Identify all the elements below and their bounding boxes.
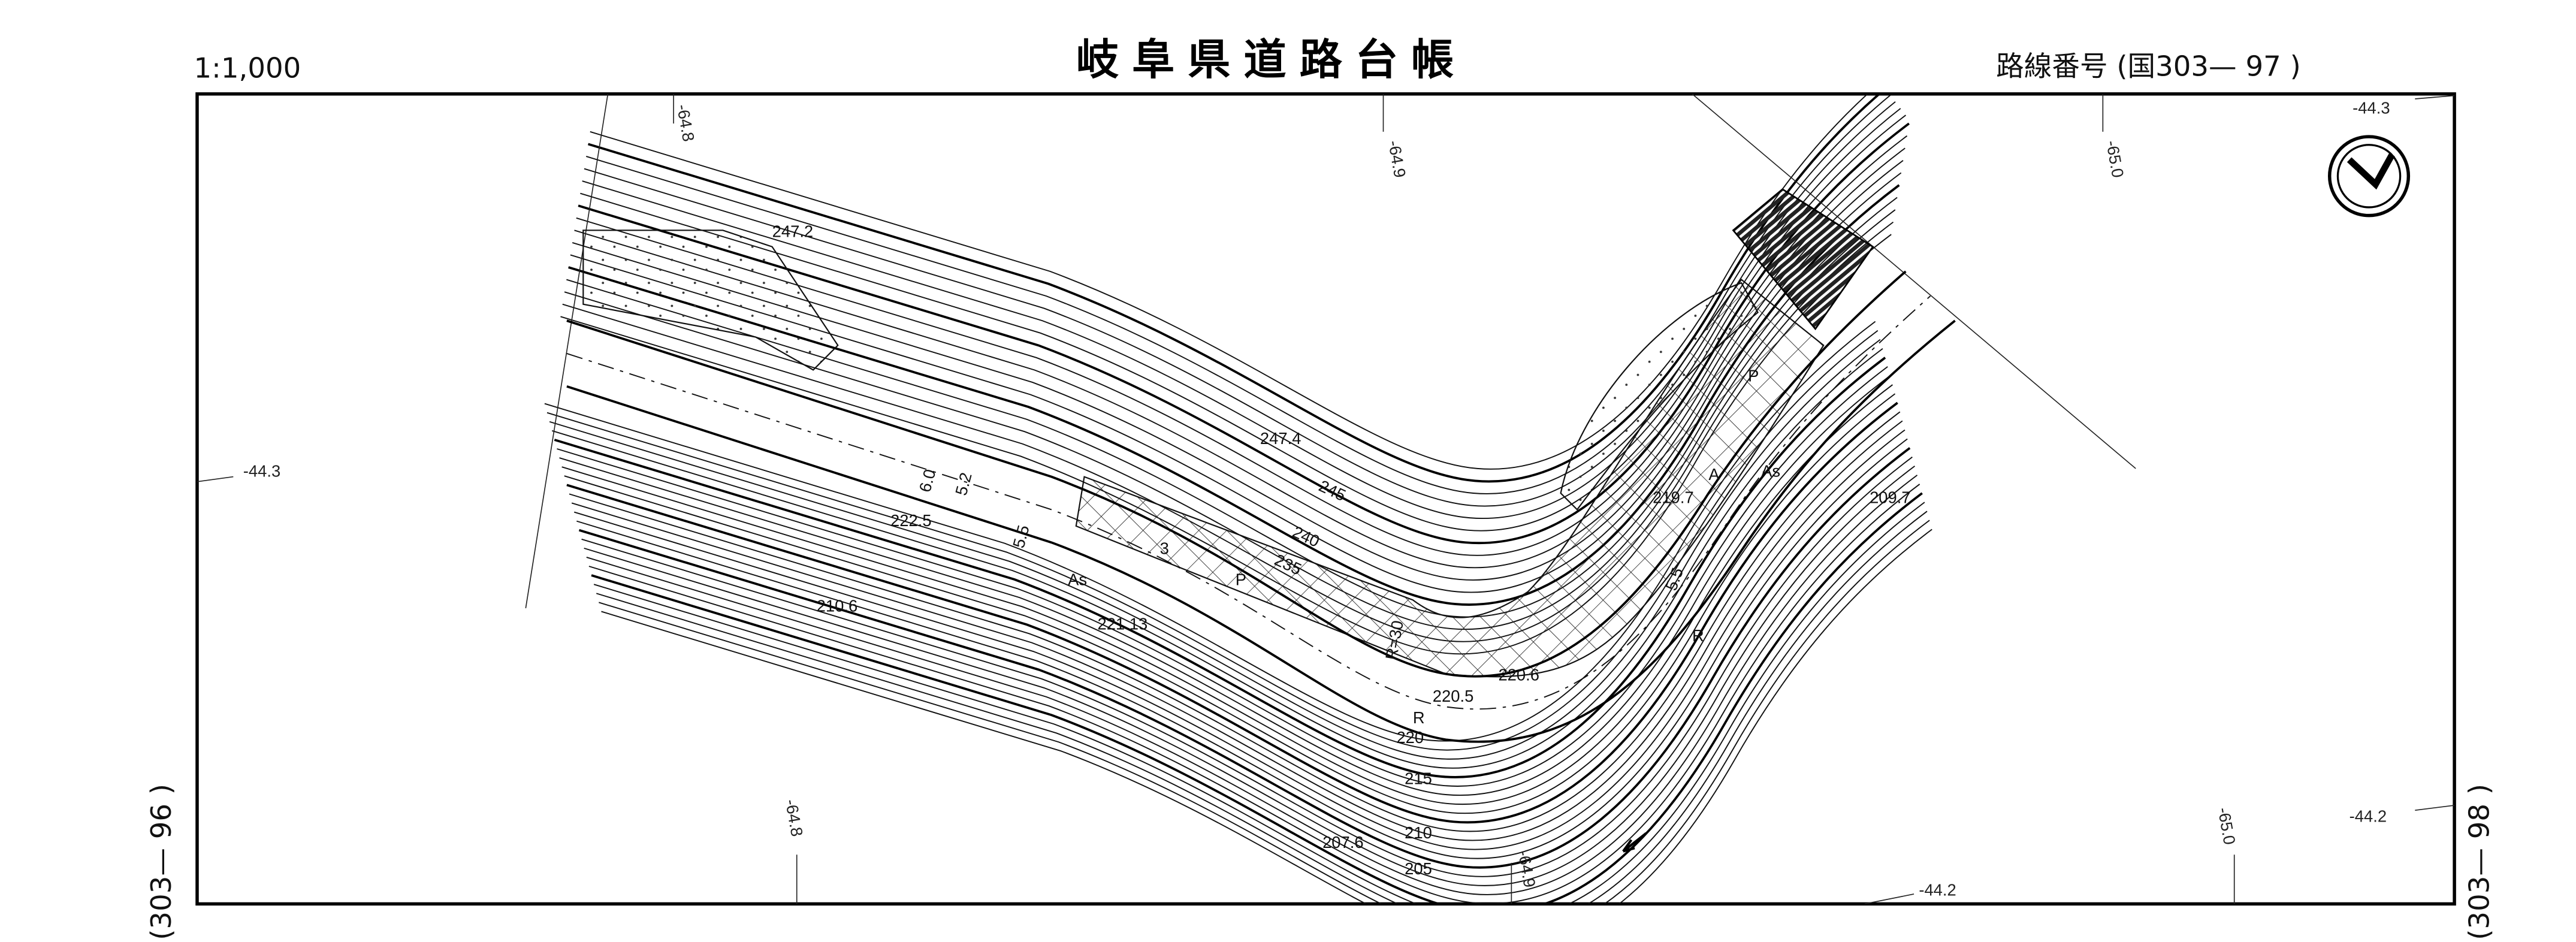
spot-height: 221.13 — [1097, 615, 1147, 633]
spot-height: 247.4 — [1260, 429, 1301, 448]
contour-line — [599, 520, 1930, 904]
parking-label: P — [1748, 367, 1759, 385]
contour-line — [581, 456, 1913, 877]
grid-label: -64.9 — [1385, 139, 1409, 179]
spot-height: 210.6 — [817, 596, 858, 615]
building — [1732, 188, 1874, 331]
grid-lines — [197, 93, 2455, 905]
contour-line — [561, 384, 1894, 805]
contour-line — [593, 502, 1925, 904]
grid-label: -64.9 — [1514, 849, 1539, 889]
contour-label: 220 — [1396, 728, 1424, 747]
contour-line — [584, 466, 1916, 886]
embankment-area — [582, 230, 839, 371]
road-centerline — [566, 295, 1931, 710]
width-label: 5.2 — [952, 470, 976, 497]
contour-line — [566, 401, 1898, 824]
pavement-label: As — [1761, 462, 1780, 481]
contour-line — [557, 366, 1888, 787]
contour-line — [596, 511, 1928, 904]
contour-line — [586, 475, 1918, 895]
retaining-wall-label: R — [1692, 626, 1704, 645]
contour-line — [591, 492, 1923, 904]
contour-line — [573, 429, 1905, 850]
north-arrow-icon — [2328, 135, 2411, 218]
contour-line — [551, 348, 1883, 769]
contour-line — [601, 529, 1932, 904]
spot-height: 247.2 — [772, 222, 814, 240]
left-sheet-ref: (303— 96 ) — [145, 784, 177, 940]
spot-height: 220.6 — [1498, 666, 1539, 684]
width-label: 5.5 — [1009, 523, 1033, 550]
contour-line — [576, 438, 1908, 859]
contour-line — [564, 393, 1896, 814]
contour-label: 215 — [1405, 769, 1432, 787]
retaining-wall-label: R — [1413, 708, 1425, 727]
spot-height: 222.5 — [890, 511, 932, 530]
contour-label: 245 — [1316, 476, 1349, 505]
spot-height: 220.5 — [1433, 687, 1474, 705]
grid-label: -65.0 — [2214, 806, 2239, 846]
contour-label: 205 — [1405, 859, 1432, 878]
road-edge — [566, 319, 1956, 743]
grid-label: -44.3 — [243, 462, 280, 481]
lane-count: 3 — [1160, 539, 1169, 557]
grid-label: -44.2 — [1919, 881, 1956, 899]
embankment-area — [1560, 282, 1759, 511]
contour-line — [578, 447, 1911, 869]
contour-line — [588, 484, 1920, 904]
grid-label: -65.0 — [2103, 139, 2127, 179]
grid-label: -64.8 — [674, 103, 698, 143]
direction-arrow-icon — [1622, 832, 1647, 853]
sheet-title: 岐阜県道路台帳 — [1076, 35, 1467, 84]
contour-line — [571, 420, 1903, 841]
grid-label: -44.2 — [2349, 807, 2387, 825]
contour-line — [554, 357, 1886, 778]
parking-label: P — [1236, 570, 1246, 589]
grid-label: -44.3 — [2352, 99, 2390, 117]
contour-line — [569, 411, 1901, 832]
spot-height: 207.6 — [1322, 833, 1364, 852]
right-sheet-ref: (303— 98 ) — [2463, 784, 2496, 940]
parking-area — [1075, 279, 1825, 678]
spot-height: 209.7 — [1870, 488, 1911, 506]
scale-label: 1:1,000 — [194, 52, 301, 84]
contour-label: 210 — [1405, 823, 1432, 842]
spot-height: 219.7 — [1653, 488, 1694, 506]
grid-label: -64.8 — [782, 798, 807, 838]
route-number: 路線番号 (国303— 97 ) — [1996, 50, 2301, 83]
slope-label: A — [1708, 465, 1720, 484]
width-label: 6.0 — [916, 467, 940, 494]
pavement-label: As — [1068, 570, 1087, 589]
contour-line — [559, 375, 1891, 796]
map-frame — [195, 92, 2456, 906]
road-edge — [566, 270, 1907, 678]
contour-label: 240 — [1289, 523, 1322, 551]
